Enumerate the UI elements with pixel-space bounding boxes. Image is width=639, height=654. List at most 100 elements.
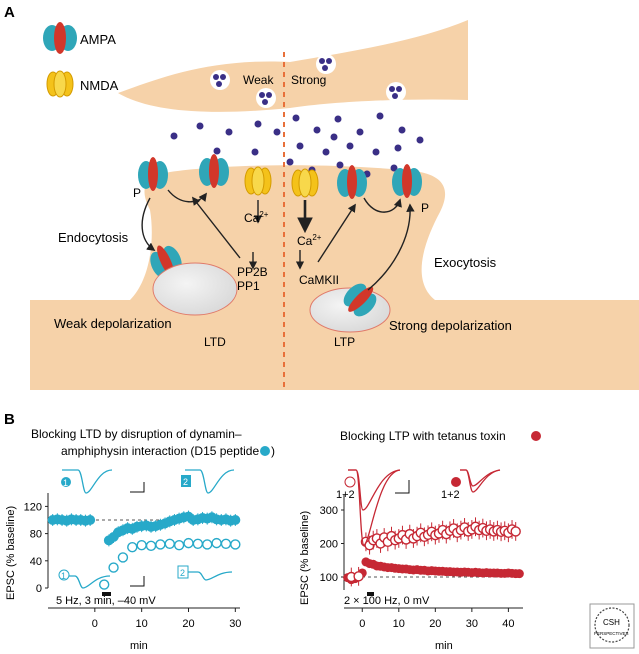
trace-label-filled: 1+2 <box>441 489 460 501</box>
data-point-open <box>510 526 521 537</box>
x-tick-label: 30 <box>466 618 478 630</box>
data-point-filled <box>230 515 241 525</box>
trace-label-box <box>181 475 191 487</box>
trace-label: 2 <box>180 568 185 578</box>
x-tick-label: 40 <box>502 618 514 630</box>
ampa-receptor <box>392 164 422 198</box>
trace-label-open-circle <box>344 476 356 488</box>
p-left-label: P <box>133 186 141 200</box>
exocytosis-label: Exocytosis <box>434 255 497 270</box>
left-chart-title-close: ) <box>271 444 275 458</box>
panel-b-label: B <box>4 411 15 428</box>
data-point-open <box>353 571 364 582</box>
strong-label: Strong <box>291 73 326 87</box>
data-point-open <box>164 538 175 549</box>
ampa-legend-icon <box>43 22 77 54</box>
x-tick-label: 10 <box>393 618 405 630</box>
postsynaptic-spine <box>30 165 639 390</box>
y-tick-label: 40 <box>30 556 42 568</box>
left-y-label: EPSC (% baseline) <box>5 506 17 600</box>
left-stim-bar <box>102 592 111 596</box>
csh-perspectives-logo: CSH PERSPECTIVES <box>589 603 635 649</box>
data-point-filled <box>85 515 96 525</box>
right-x-label: min <box>435 640 453 652</box>
svg-text:CSH: CSH <box>603 618 620 627</box>
vesicle <box>316 54 336 74</box>
ca-right-label: Ca2+ <box>297 233 322 248</box>
nmda-receptor <box>291 168 319 198</box>
data-point-open <box>108 562 119 573</box>
trace-label-box <box>177 565 189 579</box>
weak-depolarization-label: Weak depolarization <box>54 316 172 331</box>
vesicle <box>386 82 406 102</box>
trace-label-circle <box>58 569 70 581</box>
right-scale-bar <box>395 480 410 494</box>
right-y-label: EPSC (% baseline) <box>299 511 311 605</box>
d15-peptide-marker <box>260 446 270 456</box>
tetanus-toxin-marker <box>531 431 541 441</box>
x-tick-label: 0 <box>359 618 365 630</box>
right-plot-area <box>343 517 524 587</box>
nmda-receptor <box>244 166 272 196</box>
y-tick-label: 100 <box>320 572 338 584</box>
data-point-open <box>117 552 129 563</box>
x-tick-label: 20 <box>182 618 194 630</box>
left-chart-title-line1: Blocking LTD by disruption of dynamin– <box>31 427 242 441</box>
right-trace-insets <box>348 469 501 546</box>
data-point-open <box>173 539 185 551</box>
data-point-open <box>145 540 157 552</box>
y-tick-label: 120 <box>24 501 42 513</box>
panel-a-label: A <box>4 4 15 21</box>
y-tick-label: 0 <box>36 583 42 595</box>
p-right-label: P <box>421 201 429 215</box>
ampa-receptor <box>138 157 168 191</box>
trace-label-circle <box>61 477 71 487</box>
nmda-legend-label: NMDA <box>80 78 119 93</box>
y-tick-label: 200 <box>320 539 338 551</box>
glutamate-weak <box>170 120 281 156</box>
left-scale-bars <box>130 482 145 587</box>
data-point-open <box>211 537 222 549</box>
data-point-filled <box>514 569 524 579</box>
ltp-label: LTP <box>334 335 355 349</box>
pathway-arrows <box>141 189 415 291</box>
data-point-open <box>202 539 213 550</box>
right-stim-bar <box>367 592 374 596</box>
camkii-label: CaMKII <box>299 273 339 287</box>
vesicle <box>210 70 230 90</box>
left-stim-label: 5 Hz, 3 min, –40 mV <box>56 595 156 607</box>
trace-label: 2 <box>183 477 188 487</box>
trace-label-open: 1+2 <box>336 489 355 501</box>
left-plot-area <box>47 510 241 590</box>
left-chart-title-line2: amphiphysin interaction (D15 peptide <box>61 444 259 458</box>
right-ticks: 100 200 300 0 10 20 30 40 <box>320 505 515 630</box>
left-trace-insets <box>62 469 235 589</box>
nmda-legend-icon <box>46 70 74 98</box>
ampa-receptor <box>337 165 367 199</box>
y-tick-label: 300 <box>320 505 338 517</box>
trace-label-filled-circle <box>451 477 461 487</box>
endosome-ltd <box>152 262 238 316</box>
ampa-receptor <box>199 154 229 188</box>
x-tick-label: 30 <box>229 618 241 630</box>
data-point-open <box>98 579 110 590</box>
data-point-open <box>183 537 194 549</box>
x-tick-label: 20 <box>429 618 441 630</box>
data-point-open <box>155 539 166 550</box>
ampa-legend-label: AMPA <box>80 32 116 47</box>
strong-depolarization-label: Strong depolarization <box>389 318 512 333</box>
y-tick-label: 80 <box>30 529 42 541</box>
data-point-open <box>220 538 232 549</box>
vesicle <box>256 88 276 108</box>
glutamate-strong <box>286 112 424 178</box>
right-chart-title: Blocking LTP with tetanus toxin <box>340 429 506 443</box>
left-x-label: min <box>130 640 148 652</box>
data-point-open <box>192 538 204 549</box>
ca-left-label: Ca2+ <box>244 210 269 225</box>
pp2b-label: PP2B <box>237 265 268 279</box>
endocytosis-label: Endocytosis <box>58 230 129 245</box>
pp1-label: PP1 <box>237 279 260 293</box>
trace-label: 1 <box>61 571 66 581</box>
